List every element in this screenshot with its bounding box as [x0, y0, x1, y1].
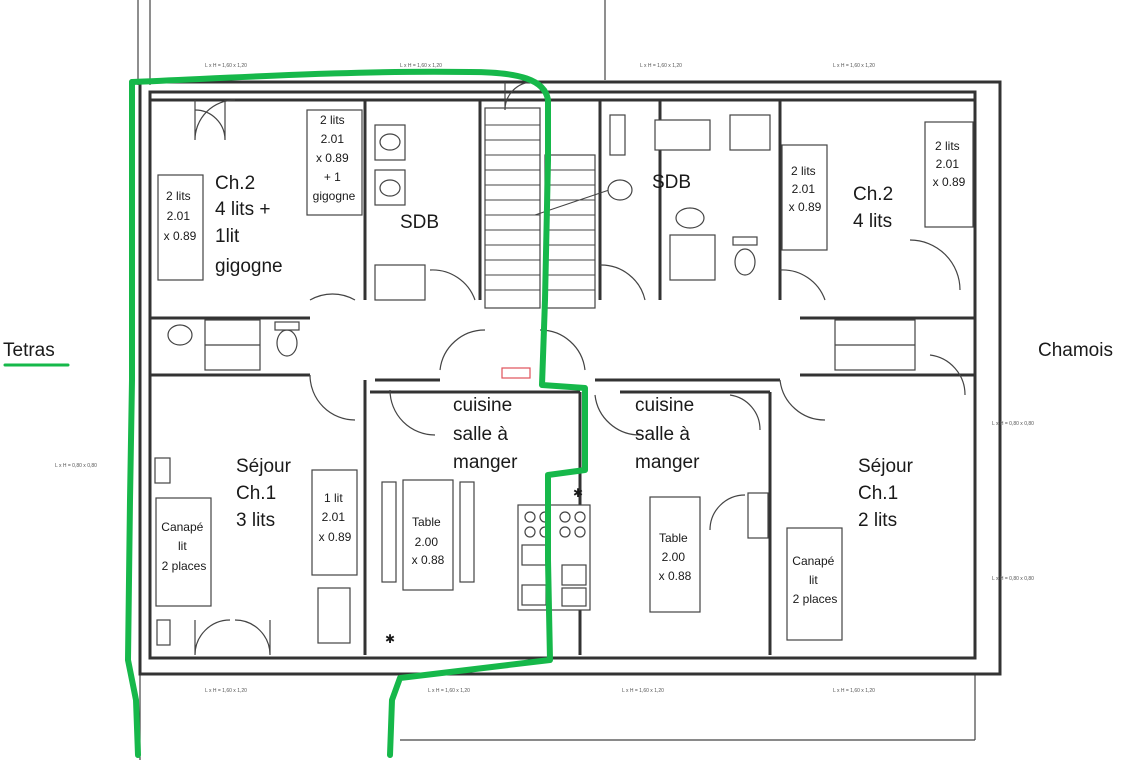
- bed-sejour-left-label: 1 lit 2.01 x 0.89: [319, 491, 352, 544]
- room-ch2-left: Ch.2 4 lits + 1lit gigogne: [215, 173, 283, 277]
- furniture-labels: 2 lits 2.01 x 0.89 2 lits 2.01 x 0.89 + …: [161, 113, 965, 606]
- label-tetras: Tetras: [3, 340, 55, 361]
- svg-text:L x H = 1,60 x 1,20: L x H = 1,60 x 1,20: [205, 63, 247, 69]
- svg-text:L x H = 1,60 x 1,20: L x H = 1,60 x 1,20: [400, 63, 442, 69]
- svg-text:✱: ✱: [573, 486, 583, 500]
- doors: [194, 81, 966, 656]
- room-sejour-right: Séjour Ch.1 2 lits: [858, 456, 918, 531]
- unit-boundary-line-left: [125, 79, 141, 758]
- room-ch2-right: Ch.2 4 lits: [853, 184, 898, 232]
- svg-text:L x H = 1,60 x 1,20: L x H = 1,60 x 1,20: [833, 63, 875, 69]
- bed-ch2-right-b-label: 2 lits 2.01 x 0.89: [933, 139, 966, 189]
- bed-ch2-right-a-label: 2 lits 2.01 x 0.89: [789, 164, 822, 214]
- stairs: [484, 107, 616, 379]
- window-dimensions: L x H = 1,60 x 1,20 L x H = 1,60 x 1,20 …: [55, 63, 1034, 694]
- bed-ch2-left-label: 2 lits 2.01 x 0.89: [164, 189, 197, 243]
- svg-text:L x H = 0,80 x 0,80: L x H = 0,80 x 0,80: [55, 463, 97, 469]
- svg-text:L x H = 1,60 x 1,20: L x H = 1,60 x 1,20: [833, 688, 875, 694]
- room-sdb-left: SDB: [400, 212, 439, 233]
- room-sdb-right: SDB: [652, 172, 691, 193]
- unit-boundary-line: [129, 68, 588, 758]
- label-chamois: Chamois: [1038, 340, 1113, 361]
- room-sejour-left: Séjour Ch.1 3 lits: [236, 456, 296, 531]
- bed-ch2-left-b-label: 2 lits 2.01 x 0.89 + 1 gigogne: [313, 113, 356, 203]
- room-cuisine-right: cuisine salle à manger: [635, 395, 700, 473]
- canape-right-label: Canapé lit 2 places: [792, 554, 837, 606]
- svg-text:L x H = 0,80 x 0,80: L x H = 0,80 x 0,80: [992, 421, 1034, 427]
- kitchen-counters: ✱ ✱: [154, 457, 769, 646]
- room-labels: Ch.2 4 lits + 1lit gigogne SDB SDB Ch.2 …: [215, 172, 918, 531]
- svg-text:✱: ✱: [385, 632, 395, 646]
- sanitary-fixtures: [167, 114, 916, 371]
- canape-left-label: Canapé lit 2 places: [161, 520, 206, 573]
- svg-text:L x H = 1,60 x 1,20: L x H = 1,60 x 1,20: [640, 63, 682, 69]
- room-cuisine-left: cuisine salle à manger: [453, 395, 518, 473]
- furniture: [155, 109, 974, 641]
- svg-text:L x H = 1,60 x 1,20: L x H = 1,60 x 1,20: [205, 688, 247, 694]
- table-left-label: Table 2.00 x 0.88: [412, 515, 445, 567]
- table-right-label: Table 2.00 x 0.88: [659, 531, 692, 583]
- svg-text:L x H = 1,60 x 1,20: L x H = 1,60 x 1,20: [428, 688, 470, 694]
- interior-walls: [150, 100, 975, 655]
- svg-text:L x H = 1,60 x 1,20: L x H = 1,60 x 1,20: [622, 688, 664, 694]
- svg-text:L x H = 0,80 x 0,80: L x H = 0,80 x 0,80: [992, 576, 1034, 582]
